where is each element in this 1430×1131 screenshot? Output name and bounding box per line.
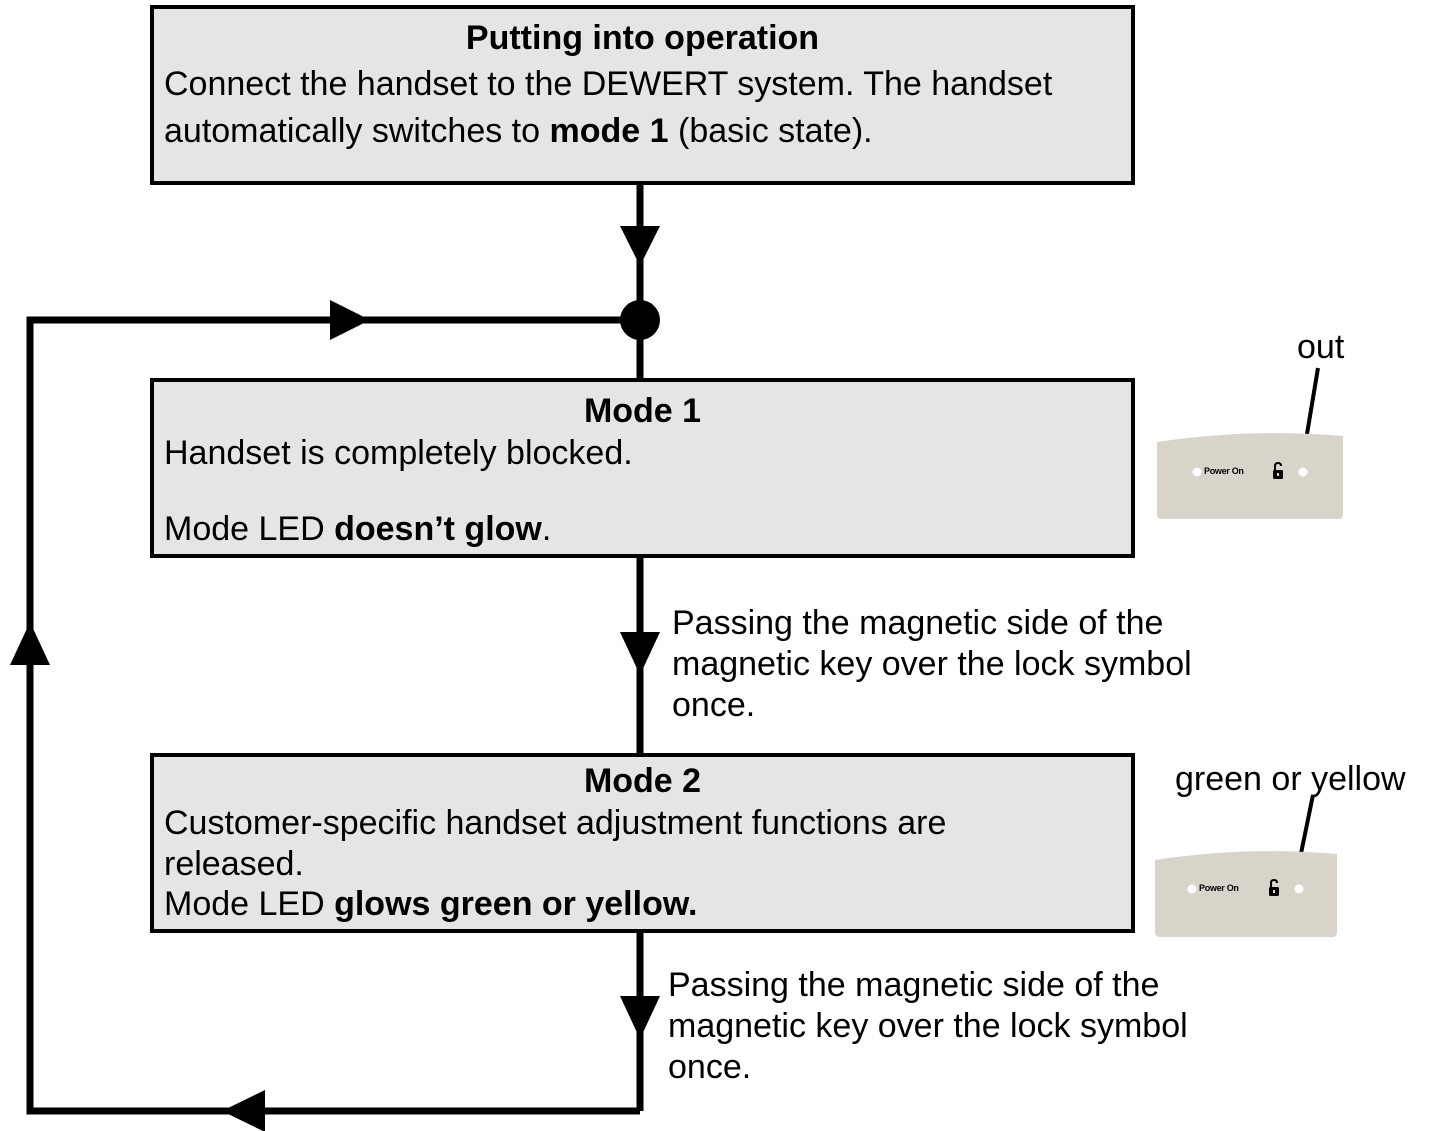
lock-open-icon — [1273, 461, 1283, 479]
power-led — [1192, 467, 1202, 477]
junction-dot — [620, 300, 660, 340]
mode2-text-line1: Customer-specific handset adjustment fun… — [164, 804, 947, 842]
start-box: Putting into operation Connect the hands… — [150, 5, 1135, 185]
panel2-status-label: green or yellow — [1175, 760, 1406, 798]
start-box-title: Putting into operation — [465, 19, 820, 57]
panel1-status-label: out — [1297, 328, 1345, 366]
mode-led — [1298, 467, 1308, 477]
arrow-right-icon — [330, 300, 370, 340]
transition1-text: Passing the magnetic side of the magneti… — [672, 604, 1192, 724]
arrow-left-icon — [222, 1090, 265, 1131]
mode1-title: Mode 1 — [583, 392, 702, 430]
arrow-down-icon — [620, 226, 660, 266]
mode1-box: Mode 1 Handset is completely blocked. Mo… — [150, 378, 1135, 558]
handset-panel-mode1: Power On — [1155, 428, 1345, 520]
start-box-text-line1: Connect the handset to the DEWERT system… — [164, 65, 1053, 103]
mode2-title: Mode 2 — [583, 762, 702, 800]
mode1-led-status: Mode LED doesn’t glow. — [164, 510, 552, 548]
arrow-down-icon — [620, 996, 660, 1039]
power-on-label: Power On — [1204, 466, 1244, 476]
transition2-text: Passing the magnetic side of the magneti… — [668, 966, 1188, 1086]
mode2-box: Mode 2 Customer-specific handset adjustm… — [150, 753, 1135, 933]
arrow-up-icon — [10, 622, 50, 665]
arrow-down-icon — [620, 632, 660, 675]
mode2-text-line2: released. — [164, 845, 304, 883]
start-box-text-line2: automatically switches to mode 1 (basic … — [164, 112, 873, 150]
mode1-text-line1: Handset is completely blocked. — [164, 434, 633, 472]
power-led — [1187, 884, 1197, 894]
lock-open-icon — [1269, 878, 1279, 896]
mode2-led-status: Mode LED glows green or yellow. — [164, 885, 698, 923]
handset-panel-mode2: Power On — [1153, 846, 1339, 938]
power-on-label: Power On — [1199, 883, 1239, 893]
mode-led — [1294, 884, 1304, 894]
